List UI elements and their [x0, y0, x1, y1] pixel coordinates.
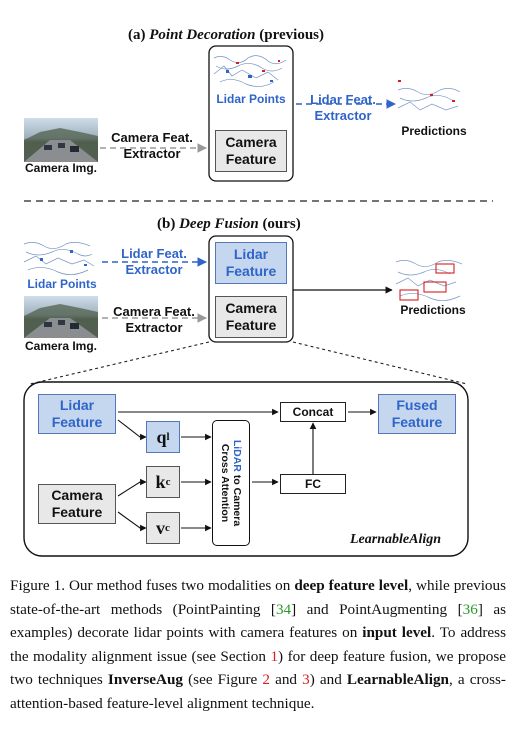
top-prediction-points-red	[398, 80, 455, 102]
fused-feature-box: Fused Feature	[378, 394, 456, 434]
top-camera-feature-box: Camera Feature	[215, 130, 287, 172]
bottom-section-title: (b) Deep Fusion (ours)	[157, 216, 301, 232]
zoom-line-right	[292, 341, 468, 385]
bottom-prediction-point-cloud	[395, 260, 463, 301]
cross-attention-box: LiDAR to Camera Cross Attention	[212, 420, 250, 546]
bottom-left-point-cloud	[23, 242, 95, 275]
bottom-camera-extractor-label: Camera Feat. Extractor	[113, 304, 195, 335]
top-section-title: (a) Point Decoration (previous)	[128, 27, 324, 43]
top-lidar-extractor-label: Lidar Feat. Extractor	[310, 92, 376, 123]
learnable-align-label: LearnableAlign	[350, 532, 442, 547]
detail-camera-feature-box: Camera Feature	[38, 484, 116, 524]
fc-box: FC	[280, 474, 346, 494]
zoom-line-left	[29, 341, 210, 385]
bottom-lidar-feature-box: Lidar Feature	[215, 242, 287, 284]
bottom-camera-img-label: Camera Img.	[24, 339, 98, 353]
arrow-lidar-to-q	[117, 419, 147, 441]
top-camera-extractor-label: Camera Feat. Extractor	[111, 130, 193, 161]
bottom-left-points	[40, 250, 87, 266]
top-center-point-cloud	[213, 55, 287, 87]
cross-attention-label: LiDAR to Camera Cross Attention	[219, 439, 243, 527]
bottom-lidar-points-label: Lidar Points	[22, 276, 102, 292]
top-center-points-blue	[226, 70, 273, 82]
bottom-camera-feature-box: Camera Feature	[215, 296, 287, 338]
figure-caption: Figure 1. Our method fuses two modalitie…	[10, 577, 507, 712]
bottom-predictions-label: Predictions	[394, 302, 472, 318]
detail-lidar-feature-box: Lidar Feature	[38, 394, 116, 434]
concat-box: Concat	[280, 402, 346, 422]
top-center-points-red	[236, 60, 280, 72]
top-lidar-points-label: Lidar Points	[211, 91, 291, 107]
arrow-camera-to-v	[117, 511, 147, 532]
bottom-prediction-boxes	[399, 263, 455, 301]
top-camera-img-label: Camera Img.	[24, 161, 98, 175]
top-prediction-point-cloud	[397, 88, 461, 111]
arrow-camera-to-k	[117, 478, 147, 497]
top-predictions-label: Predictions	[396, 123, 472, 139]
bottom-lidar-extractor-label: Lidar Feat. Extractor	[121, 246, 187, 277]
